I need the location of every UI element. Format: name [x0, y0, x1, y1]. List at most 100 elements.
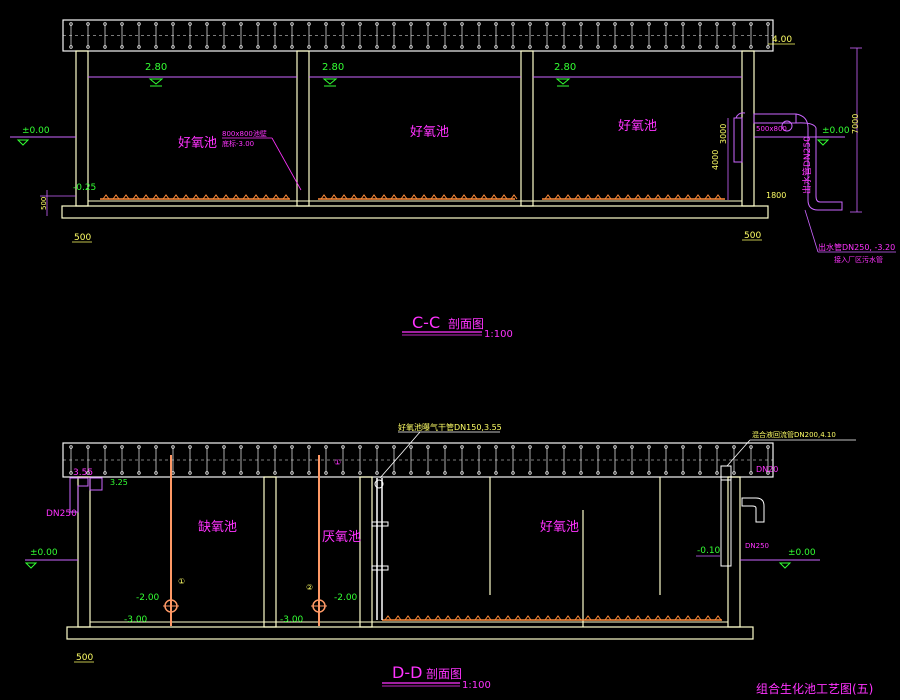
lid-bolt	[443, 445, 447, 449]
lid-bolt	[154, 22, 158, 26]
dd-mixer-2	[311, 455, 327, 626]
lid-bolt	[409, 45, 413, 49]
cc-water-level-1: 2.80	[145, 62, 167, 73]
lid-bolt	[171, 22, 175, 26]
dd-mixer-tag-2: ②	[306, 583, 313, 592]
lid-bolt	[766, 45, 770, 49]
lid-bolt	[256, 22, 260, 26]
lid-bolt	[647, 445, 651, 449]
aeration-diffuser	[454, 615, 462, 621]
lid-bolt	[715, 445, 719, 449]
lid-bolt	[188, 445, 192, 449]
dd-air-main-riser	[371, 478, 389, 620]
cc-outlet-note-2: 接入厂区污水管	[834, 255, 883, 264]
aeration-diffuser	[252, 194, 260, 200]
lid-bolt	[239, 22, 243, 26]
aeration-diffuser	[490, 194, 498, 200]
lid-bolt	[477, 22, 481, 26]
lid-bolt	[579, 445, 583, 449]
aeration-diffuser	[524, 615, 532, 621]
lid-bolt	[460, 22, 464, 26]
lid-bolt	[494, 471, 498, 475]
aeration-diffuser	[510, 194, 518, 200]
lid-bolt	[766, 471, 770, 475]
lid-bolt	[443, 45, 447, 49]
lid-bolt	[613, 471, 617, 475]
aeration-diffuser	[544, 615, 552, 621]
lid-bolt	[749, 445, 753, 449]
lid-bolt	[171, 45, 175, 49]
lid-bolt	[358, 471, 362, 475]
cc-water-level-marker-2: 2.80	[322, 62, 344, 87]
lid-bolt	[647, 471, 651, 475]
lid-bolt	[103, 22, 107, 26]
lid-bolt	[120, 471, 124, 475]
lid-bolt	[766, 445, 770, 449]
lid-bolt	[698, 471, 702, 475]
lid-bolt	[120, 45, 124, 49]
lid-bolt	[545, 445, 549, 449]
lid-bolt	[120, 445, 124, 449]
lid-bolt	[358, 22, 362, 26]
lid-bolt	[273, 22, 277, 26]
cc-base-note-left: 500	[74, 233, 91, 243]
lid-bolt	[596, 22, 600, 26]
dd-right-elbow	[741, 497, 765, 523]
lid-bolt	[528, 471, 532, 475]
lid-bolt	[205, 471, 209, 475]
aeration-diffuser	[644, 194, 652, 200]
aeration-diffuser	[464, 615, 472, 621]
lid-bolt	[664, 45, 668, 49]
lid-bolt	[324, 45, 328, 49]
lid-bolt	[511, 45, 515, 49]
dd-mixer-level-4: -3.00	[280, 615, 304, 625]
aeration-diffuser	[644, 615, 652, 621]
aeration-diffuser	[330, 194, 338, 200]
lid-bolt	[69, 471, 73, 475]
lid-bolt	[188, 471, 192, 475]
lid-bolt	[154, 445, 158, 449]
lid-bolt	[698, 45, 702, 49]
lid-bolt	[698, 445, 702, 449]
cc-outlet-leader	[804, 209, 819, 253]
lid-bolt	[69, 45, 73, 49]
lid-bolt	[477, 445, 481, 449]
lid-bolt	[154, 45, 158, 49]
lid-bolt	[137, 45, 141, 49]
aeration-diffuser	[694, 615, 702, 621]
aeration-diffuser	[232, 194, 240, 200]
cc-outlet-dim: 500x800	[756, 125, 787, 133]
cc-partition-2	[520, 50, 534, 207]
aeration-diffuser	[694, 194, 702, 200]
aeration-diffuser	[594, 194, 602, 200]
cc-bottom-dim: 500	[40, 197, 48, 210]
dd-right-wall	[727, 476, 741, 628]
aeration-diffuser	[564, 194, 572, 200]
aeration-diffuser	[704, 194, 712, 200]
aeration-diffuser	[272, 194, 280, 200]
cc-dim-3000: 3000	[719, 124, 728, 144]
lid-bolt	[222, 445, 226, 449]
aeration-diffuser	[664, 615, 672, 621]
lid-bolt	[681, 471, 685, 475]
aeration-diffuser	[162, 194, 170, 200]
aeration-diffuser	[394, 615, 402, 621]
aeration-diffuser	[102, 194, 110, 200]
lid-bolt	[120, 22, 124, 26]
aeration-diffuser	[614, 194, 622, 200]
lid-bolt	[86, 22, 90, 26]
aeration-diffuser	[370, 194, 378, 200]
lid-bolt	[358, 45, 362, 49]
cc-side-dim: 7000	[851, 114, 860, 134]
aeration-diffuser	[132, 194, 140, 200]
dd-bottom-note: 500	[76, 653, 93, 663]
lid-bolt	[154, 471, 158, 475]
lid-bolt	[562, 22, 566, 26]
dd-left-top-level: 3.55	[73, 468, 93, 478]
aeration-diffuser	[202, 194, 210, 200]
lid-bolt	[630, 45, 634, 49]
lid-bolt	[324, 22, 328, 26]
lid-bolt	[562, 471, 566, 475]
